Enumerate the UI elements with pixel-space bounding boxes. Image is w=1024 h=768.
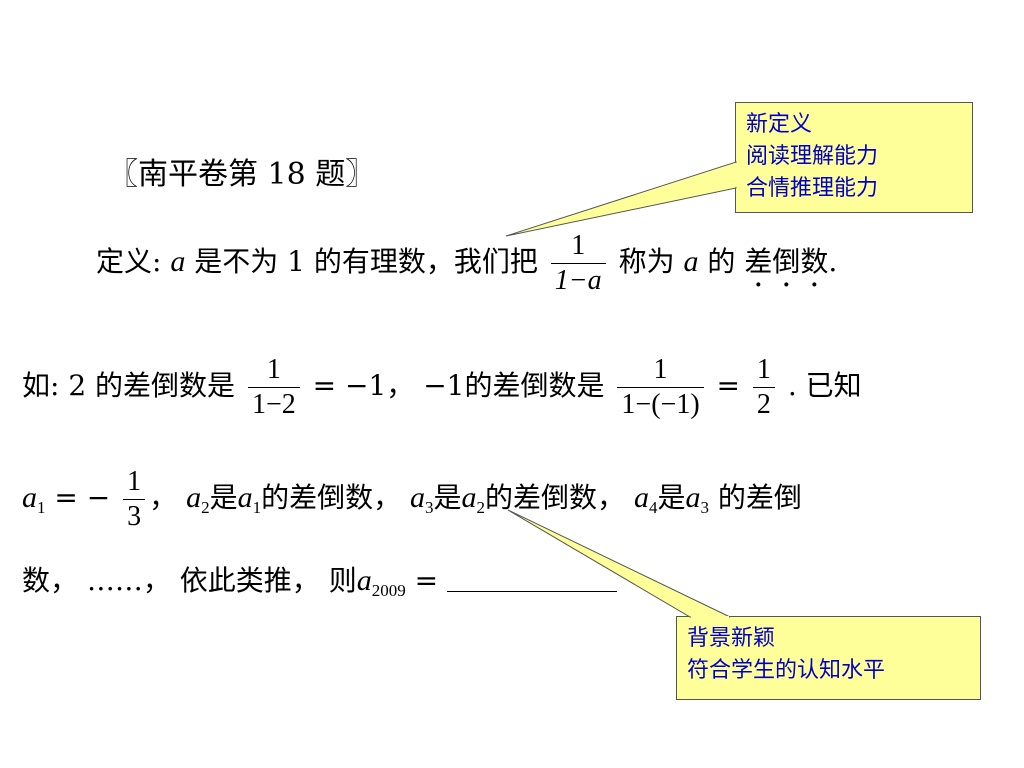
fraction-denominator: 2 <box>752 387 775 419</box>
fraction-numerator: 1 <box>127 466 142 497</box>
callout-bottom-pointer <box>507 509 731 618</box>
callout-top: 新定义 阅读理解能力 合情推理能力 <box>735 102 973 213</box>
problem-title: 〖南平卷第 18 题〗 <box>108 157 376 192</box>
callout-top-pointer <box>505 161 737 237</box>
var-a3: a3 <box>685 481 709 517</box>
fraction-denominator: 1−(−1) <box>617 387 704 419</box>
definition-line: 定义: a 是不为 1 的有理数，我们把 1 1−a 称为 a 的 差倒数. <box>96 232 837 295</box>
fraction-denominator: 1−a <box>550 263 606 295</box>
var-a1: a1 <box>237 481 262 517</box>
definition-text-3: 的 <box>707 245 736 278</box>
fraction-definition: 1 1−a <box>550 230 606 295</box>
fraction-denominator: 1−2 <box>247 387 300 419</box>
sequence-eq: = − <box>54 481 111 514</box>
example-text: 如: 2 的差倒数是 <box>22 369 236 402</box>
fraction-example-2: 1 1−(−1) <box>617 354 704 419</box>
sequence-is: 是 <box>209 481 238 514</box>
definition-text: 是不为 1 的有理数，我们把 <box>194 245 538 278</box>
example-known: . 已知 <box>787 369 862 402</box>
example-eq-2: = <box>716 369 741 402</box>
question-eq: = <box>414 564 439 597</box>
term-char-1: 差 <box>744 245 772 278</box>
term-char-2: 倒 <box>772 245 800 278</box>
sequence-of: 的差倒数， <box>261 481 402 514</box>
example-eq-1: = −1， −1的差倒数是 <box>312 369 605 402</box>
fraction-numerator: 1 <box>756 354 771 385</box>
var-a2: a2 <box>186 481 210 517</box>
term-char-3: 数 <box>800 245 828 278</box>
definition-period: . <box>828 245 838 278</box>
fraction-denominator: 3 <box>123 499 146 531</box>
definition-label: 定义: <box>96 245 162 278</box>
sequence-is: 是 <box>433 481 462 514</box>
callout-top-line-1: 新定义 <box>746 112 813 137</box>
fraction-half: 1 2 <box>752 354 775 419</box>
var-a2009: a2009 <box>356 564 406 600</box>
sequence-line: a1 = − 1 3 ， a2是a1的差倒数， a3是a2的差倒数， a4是a3… <box>22 468 802 531</box>
sequence-of: 的差倒数， <box>485 481 626 514</box>
question-line: 数， ……， 依此类推， 则a2009 = <box>22 566 617 599</box>
callout-bottom-line-1: 背景新颖 <box>687 626 776 651</box>
question-text: 数， ……， 依此类推， 则 <box>22 564 357 597</box>
fraction-third: 1 3 <box>123 466 146 531</box>
var-a: a <box>170 245 186 278</box>
callout-top-line-2: 阅读理解能力 <box>746 144 879 169</box>
var-a3: a3 <box>410 481 434 517</box>
definition-text-2: 称为 <box>618 245 675 278</box>
var-a: a <box>683 245 699 278</box>
sequence-tail: 的差倒 <box>717 481 802 514</box>
callout-top-line-3: 合情推理能力 <box>746 176 879 201</box>
fraction-numerator: 1 <box>266 354 281 385</box>
callout-bottom-line-2: 符合学生的认知水平 <box>687 658 886 683</box>
fraction-example-1: 1 1−2 <box>247 354 300 419</box>
callout-bottom: 背景新颖 符合学生的认知水平 <box>676 616 981 700</box>
sequence-sep: ， <box>149 481 178 514</box>
var-a4: a4 <box>633 481 658 517</box>
example-line: 如: 2 的差倒数是 1 1−2 = −1， −1的差倒数是 1 1−(−1) … <box>22 356 862 419</box>
var-a2: a2 <box>461 481 486 517</box>
fraction-numerator: 1 <box>653 354 668 385</box>
var-a1: a1 <box>22 481 46 517</box>
sequence-is: 是 <box>657 481 686 514</box>
answer-blank[interactable] <box>446 569 617 592</box>
fraction-numerator: 1 <box>571 230 586 261</box>
